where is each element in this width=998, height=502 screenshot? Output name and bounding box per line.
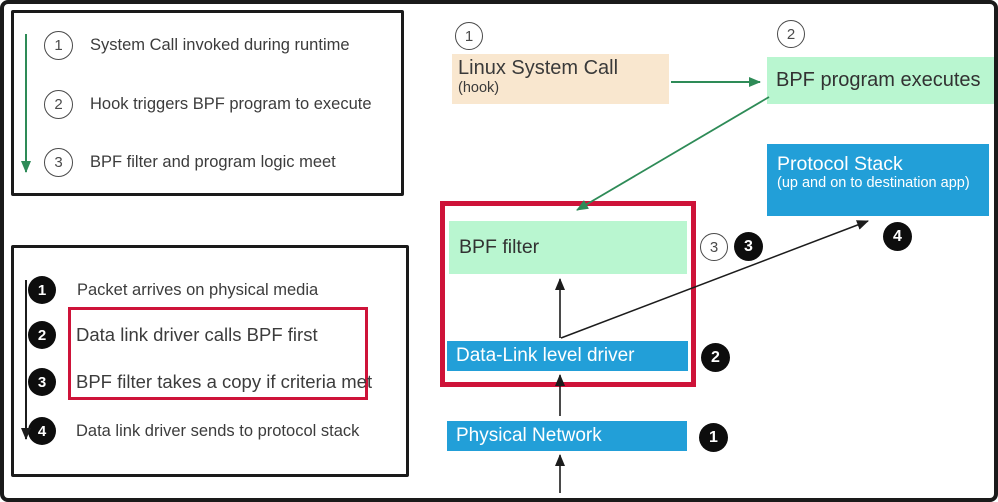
legend-packet-text-1: Packet arrives on physical media: [77, 280, 319, 299]
step-number-circle: 1: [44, 30, 73, 60]
data-link-driver-node: Data-Link level driver: [447, 341, 688, 371]
protocol-stack-subtitle: (up and on to destination app): [777, 175, 970, 192]
step-number-circle: 2: [44, 89, 73, 119]
physical-network-node: Physical Network: [447, 421, 687, 451]
legend-packet-row-3: 3 BPF filter takes a copy if criteria me…: [28, 367, 372, 397]
protocol-stack-node: Protocol Stack (up and on to destination…: [767, 144, 989, 216]
legend-runtime-row-3: 3 BPF filter and program logic meet: [44, 147, 336, 177]
legend-packet-text-2: Data link driver calls BPF first: [76, 324, 318, 345]
badge-black-2: 2: [701, 343, 730, 372]
protocol-stack-title: Protocol Stack: [777, 153, 903, 175]
bpf-filter-node: BPF filter: [449, 221, 687, 274]
legend-packet-text-4: Data link driver sends to protocol stack: [76, 421, 360, 440]
legend-packet-row-1: 1 Packet arrives on physical media: [28, 275, 318, 305]
diagram-step1-circle: 1: [455, 22, 483, 50]
bpf-program-executes-title: BPF program executes: [776, 69, 981, 91]
legend-runtime-row-2: 2 Hook triggers BPF program to execute: [44, 89, 372, 119]
legend-packet-row-2: 2 Data link driver calls BPF first: [28, 320, 318, 350]
linux-system-call-subtitle: (hook): [458, 80, 500, 96]
legend-packet-box: 1 Packet arrives on physical media 2 Dat…: [11, 245, 409, 477]
bpf-program-executes-node: BPF program executes: [767, 57, 994, 104]
step-number-badge: 1: [28, 276, 56, 304]
badge-black-4: 4: [883, 222, 912, 251]
step-number-badge: 3: [28, 368, 56, 396]
linux-system-call-node: Linux System Call (hook): [452, 54, 669, 104]
legend-runtime-text-2: Hook triggers BPF program to execute: [90, 94, 372, 113]
arrow-bpf-program-to-filter: [576, 96, 770, 211]
linux-system-call-title: Linux System Call: [458, 57, 619, 79]
step-number-badge: 4: [28, 417, 56, 445]
step-number-badge: 2: [28, 321, 56, 349]
badge-black-1: 1: [699, 423, 728, 452]
legend-packet-text-3: BPF filter takes a copy if criteria met: [76, 371, 373, 392]
legend-runtime-row-1: 1 System Call invoked during runtime: [44, 30, 350, 60]
legend-runtime-text-1: System Call invoked during runtime: [90, 35, 350, 54]
legend-packet-row-4: 4 Data link driver sends to protocol sta…: [28, 416, 359, 446]
legend-highlight-rect: [68, 307, 368, 400]
legend-runtime-box: 1 System Call invoked during runtime 2 H…: [11, 10, 404, 196]
diagram-step2-circle: 2: [777, 20, 805, 48]
badge-outline-3: 3: [700, 233, 728, 261]
step-number-circle: 3: [44, 147, 73, 177]
legend-runtime-text-3: BPF filter and program logic meet: [90, 152, 336, 171]
badge-black-3: 3: [734, 232, 763, 261]
